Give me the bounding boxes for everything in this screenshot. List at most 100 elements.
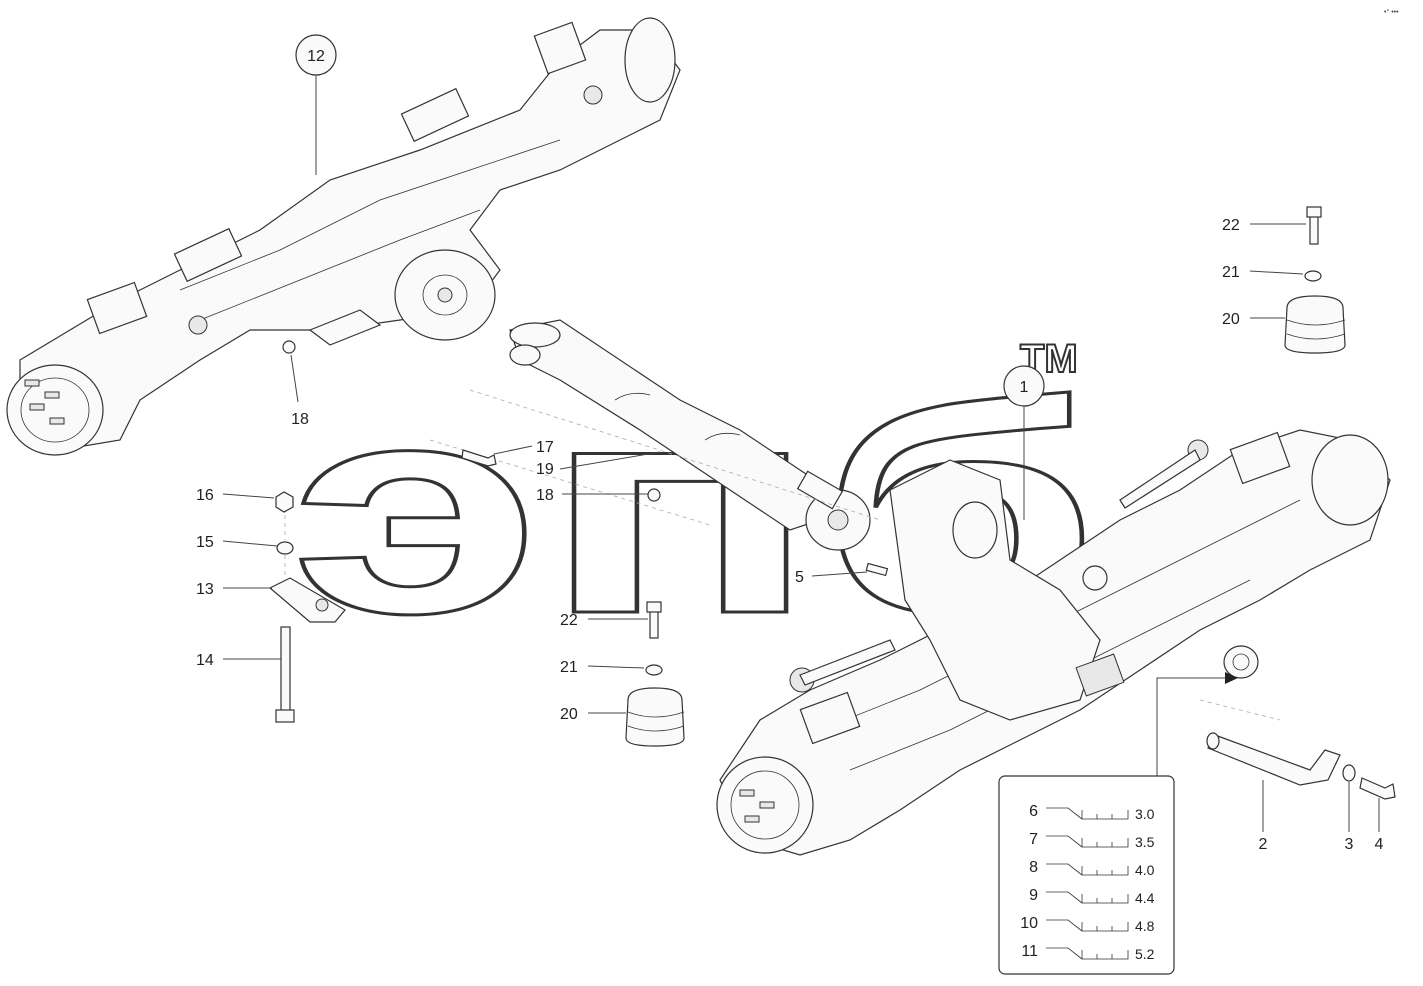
- callout-4: 4: [1375, 798, 1384, 853]
- nut-18-middle: [647, 488, 661, 502]
- shim-item-number: 10: [1020, 915, 1038, 932]
- callout-2: 2: [1259, 780, 1268, 853]
- front-axle-hub-right: [624, 17, 676, 103]
- bolt-4: [1359, 777, 1396, 800]
- svg-text:12: 12: [307, 48, 325, 65]
- shim-leader: [1046, 807, 1083, 820]
- svg-text:14: 14: [196, 652, 214, 669]
- shim-gauge: [1081, 950, 1129, 960]
- svg-text:3: 3: [1345, 836, 1354, 853]
- pin-assembly: [1206, 732, 1396, 800]
- shim-item-number: 9: [1029, 887, 1038, 904]
- washer-21-right: [1304, 270, 1322, 282]
- shim-thickness: 3.5: [1135, 834, 1155, 850]
- callout-20-middle: 20: [560, 706, 626, 723]
- washer-21-middle: [645, 664, 663, 676]
- rear-axle-assembly: [716, 429, 1391, 856]
- svg-text:18: 18: [536, 487, 554, 504]
- bolt-5: [865, 562, 889, 577]
- shim-leader: [1046, 835, 1083, 848]
- callout-18-front: 18: [290, 354, 309, 428]
- front-axle-assembly: [6, 17, 681, 456]
- callout-22-middle: 22: [560, 612, 648, 629]
- pin: [1207, 734, 1341, 786]
- callout-20-right: 20: [1222, 311, 1285, 328]
- bolt-14: [280, 626, 291, 716]
- svg-text:18: 18: [291, 411, 309, 428]
- shim-leader: [1046, 947, 1083, 960]
- shim-item-number: 8: [1029, 859, 1038, 876]
- shim-thickness: 4.0: [1135, 862, 1155, 878]
- shim-thickness: 4.8: [1135, 918, 1155, 934]
- callout-16: 16: [196, 487, 275, 504]
- callout-19: 19: [536, 451, 661, 478]
- svg-text:2: 2: [1259, 836, 1268, 853]
- shim-thickness: 4.4: [1135, 890, 1155, 906]
- svg-text:22: 22: [560, 612, 578, 629]
- svg-text:1: 1: [1020, 379, 1029, 396]
- bolt-17: [461, 449, 497, 467]
- svg-text:4: 4: [1375, 836, 1384, 853]
- callout-5: 5: [795, 569, 868, 586]
- rear-axle-hub-right: [1311, 434, 1389, 526]
- svg-text:17: 17: [536, 439, 554, 456]
- callout-22-right: 22: [1222, 217, 1306, 234]
- svg-text:15: 15: [196, 534, 214, 551]
- shim-item-number: 11: [1021, 943, 1038, 960]
- shim-thickness: 5.2: [1135, 946, 1155, 962]
- shim-leader: [1046, 891, 1083, 904]
- svg-text:13: 13: [196, 581, 214, 598]
- svg-text:19: 19: [536, 461, 554, 478]
- callout-21-right: 21: [1222, 264, 1304, 281]
- shim-thickness: 3.0: [1135, 806, 1155, 822]
- mount-middle: [625, 601, 685, 747]
- shim-gauge: [1081, 894, 1129, 904]
- nut-18-front: [282, 340, 296, 354]
- shim-table-frame: [998, 775, 1175, 975]
- callout-13: 13: [196, 581, 272, 598]
- shim-gauge: [1081, 922, 1129, 932]
- callout-15: 15: [196, 534, 278, 551]
- callout-1: 1: [1003, 365, 1045, 520]
- callout-21-middle: 21: [560, 659, 645, 676]
- callout-3: 3: [1345, 782, 1354, 853]
- svg-text:5: 5: [795, 569, 804, 586]
- mount-right: [1284, 206, 1346, 354]
- corner-mark: •° •••: [1384, 8, 1399, 16]
- svg-text:16: 16: [196, 487, 214, 504]
- washer-15: [276, 541, 294, 555]
- svg-text:20: 20: [1222, 311, 1240, 328]
- shim-gauge: [1081, 866, 1129, 876]
- svg-text:21: 21: [560, 659, 578, 676]
- small-parts: [282, 340, 889, 577]
- callout-14: 14: [196, 652, 281, 669]
- shim-arrow: [1225, 672, 1238, 684]
- bolt-22-right: [1309, 213, 1319, 245]
- washer-3: [1342, 764, 1356, 782]
- shim-ring: [1223, 645, 1259, 679]
- nut-16: [275, 491, 294, 513]
- callout-12: 12: [295, 34, 337, 175]
- rubber-mount-20-right: [1284, 295, 1346, 354]
- callout-17: 17: [493, 439, 554, 456]
- shim-leader: [1046, 863, 1083, 876]
- shim-leader: [1046, 919, 1083, 932]
- bracket-13: [268, 577, 346, 623]
- svg-text:21: 21: [1222, 264, 1240, 281]
- shim-gauge: [1081, 810, 1129, 820]
- propeller-shaft: [429, 319, 881, 551]
- svg-text:22: 22: [1222, 217, 1240, 234]
- shim-gauge: [1081, 838, 1129, 848]
- shim-item-number: 7: [1029, 831, 1038, 848]
- svg-text:20: 20: [560, 706, 578, 723]
- shim-item-number: 6: [1029, 803, 1038, 820]
- bracket-parts: [268, 491, 346, 723]
